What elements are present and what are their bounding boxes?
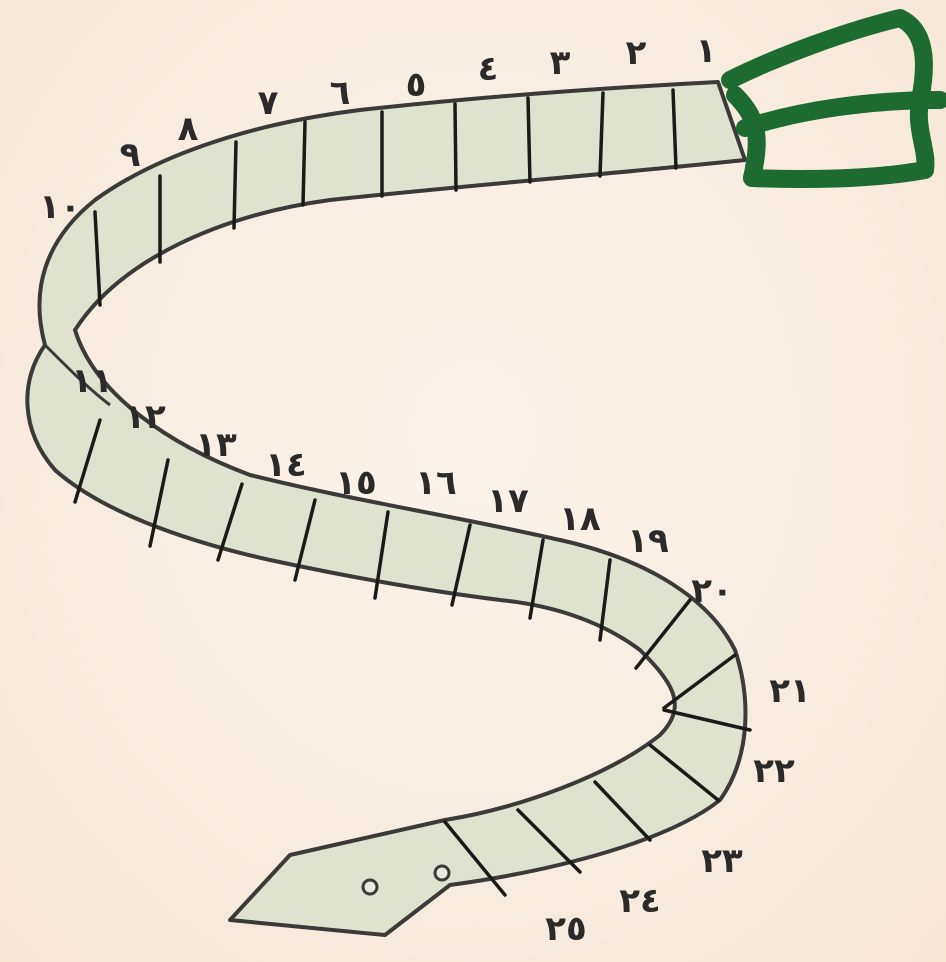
segment-number-2: ٢ [626, 33, 647, 73]
belt-strap [27, 82, 745, 935]
segment-number-6: ٦ [330, 73, 351, 113]
segment-number-16: ١٦ [415, 463, 457, 503]
segment-number-22: ٢٢ [753, 751, 795, 791]
segment-number-12: ١٢ [124, 397, 166, 437]
segment-number-11: ١١ [71, 361, 113, 401]
segment-number-19: ١٩ [627, 521, 669, 561]
belt-hole-icon [435, 866, 449, 880]
segment-number-24: ٢٤ [619, 881, 661, 921]
segment-number-25: ٢٥ [545, 909, 587, 949]
segment-number-21: ٢١ [769, 671, 811, 711]
segment-number-7: ٧ [258, 83, 279, 123]
segment-number-20: ٢٠ [691, 571, 733, 611]
segment-number-17: ١٧ [487, 481, 529, 521]
segment-number-9: ٩ [120, 135, 141, 175]
segment-number-18: ١٨ [559, 499, 601, 539]
segment-number-14: ١٤ [265, 445, 307, 485]
belt-hole-icon [363, 880, 377, 894]
segment-number-4: ٤ [478, 49, 499, 89]
segment-number-5: ٥ [406, 65, 427, 105]
segment-number-10: ١٠ [39, 187, 81, 227]
segment-number-3: ٣ [550, 43, 571, 83]
segment-number-13: ١٣ [195, 425, 237, 465]
segment-number-15: ١٥ [335, 463, 377, 503]
belt-buckle-icon [730, 18, 940, 179]
segment-number-1: ١ [696, 31, 717, 71]
segment-number-23: ٢٣ [701, 841, 743, 881]
segment-number-8: ٨ [178, 109, 199, 149]
